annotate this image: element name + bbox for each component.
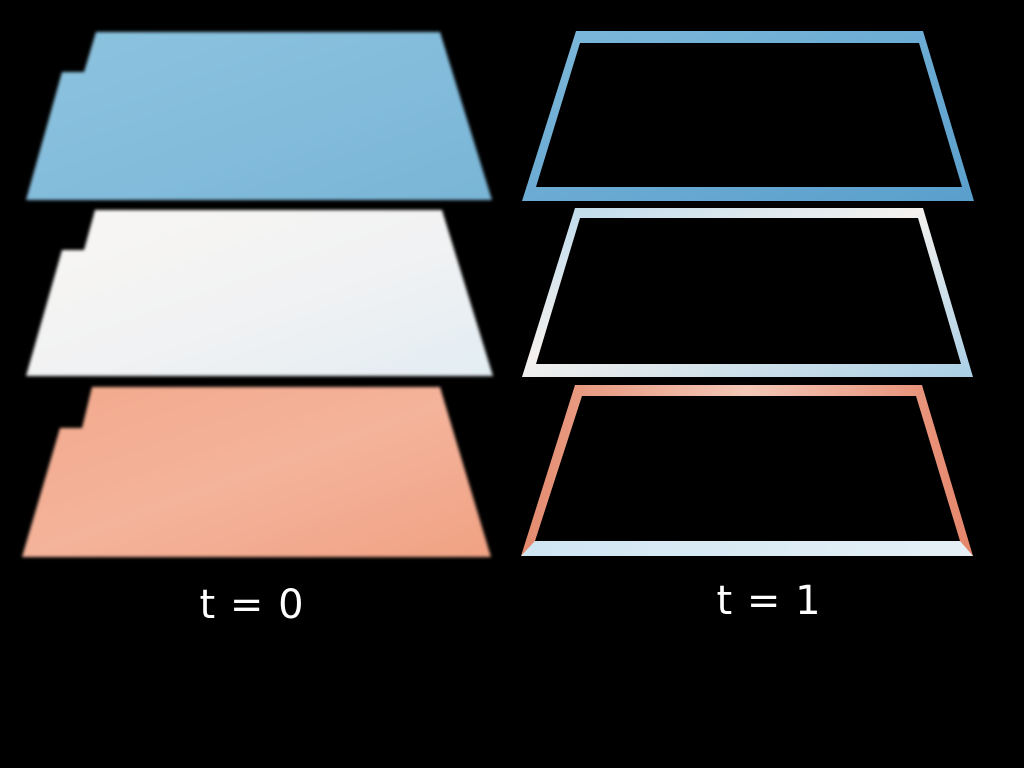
layer-bottom-t0 xyxy=(22,387,491,557)
frame-top-t1 xyxy=(522,31,974,201)
panel-t1 xyxy=(521,31,974,556)
layer-top-t0 xyxy=(26,32,492,200)
caption-t1: t = 1 xyxy=(716,578,822,624)
frame-bottom-t1 xyxy=(521,385,973,556)
layer-middle-t0 xyxy=(26,210,493,376)
panel-t0 xyxy=(22,32,493,557)
frame-middle-t1 xyxy=(522,208,973,377)
frame-bottom-base-t1 xyxy=(521,541,973,556)
caption-t0: t = 0 xyxy=(199,582,305,628)
